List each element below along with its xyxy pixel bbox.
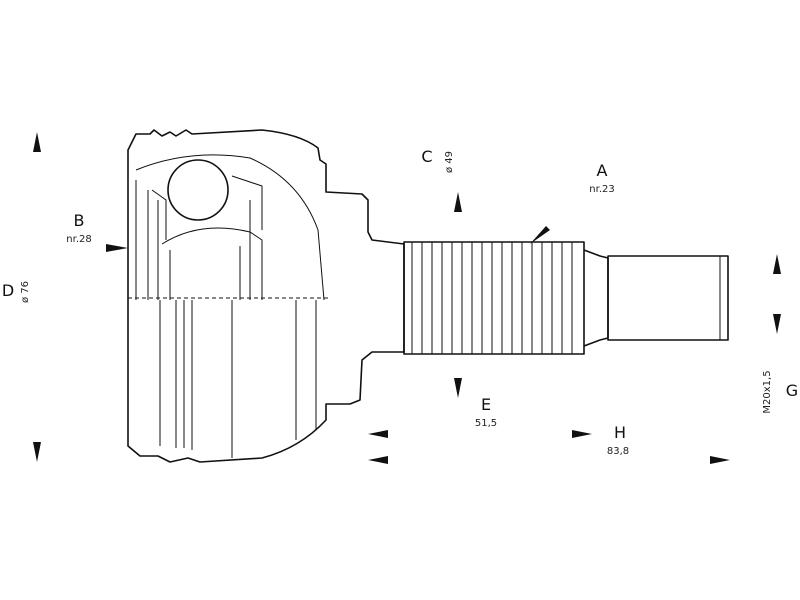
label-e-letter: E — [481, 395, 491, 414]
label-b-value: nr.28 — [66, 234, 91, 245]
label-a-letter: A — [597, 161, 608, 180]
arrow-h-far — [710, 456, 730, 464]
joint-ball — [167, 159, 229, 221]
arrow-h-right — [572, 430, 592, 438]
label-b: B nr.28 — [66, 211, 91, 245]
label-a: A nr.23 — [589, 161, 614, 195]
label-h-value: 83,8 — [607, 446, 629, 457]
arrow-g-bottom — [773, 314, 781, 334]
label-h-letter: H — [614, 423, 626, 442]
label-g-letter: G — [786, 381, 798, 400]
arrow-d-top — [33, 132, 41, 152]
arrow-c-top — [454, 192, 462, 212]
label-e-value: 51,5 — [475, 418, 497, 429]
joint-housing — [127, 129, 405, 463]
label-g-value: M20x1,5 — [762, 370, 773, 413]
arrow-g-top — [773, 254, 781, 274]
label-d-value: ø 76 — [20, 281, 31, 303]
arrow-d-bottom — [33, 442, 41, 462]
arrow-c-bottom — [454, 378, 462, 398]
label-h: H 83,8 — [607, 423, 629, 457]
label-e: E 51,5 — [475, 395, 497, 429]
label-c: C ø 49 — [421, 147, 455, 173]
label-c-value: ø 49 — [444, 151, 455, 173]
label-c-letter: C — [421, 147, 432, 166]
arrow-e-left2 — [368, 456, 388, 464]
label-a-value: nr.23 — [589, 184, 614, 195]
label-d-letter: D — [2, 281, 14, 300]
splined-shaft — [403, 226, 729, 355]
label-g: G M20x1,5 — [762, 370, 798, 413]
dimension-arrows — [33, 132, 781, 464]
label-d: D ø 76 — [2, 281, 31, 303]
arrow-e-left — [368, 430, 388, 438]
arrow-b — [106, 244, 128, 252]
label-b-letter: B — [74, 211, 85, 230]
